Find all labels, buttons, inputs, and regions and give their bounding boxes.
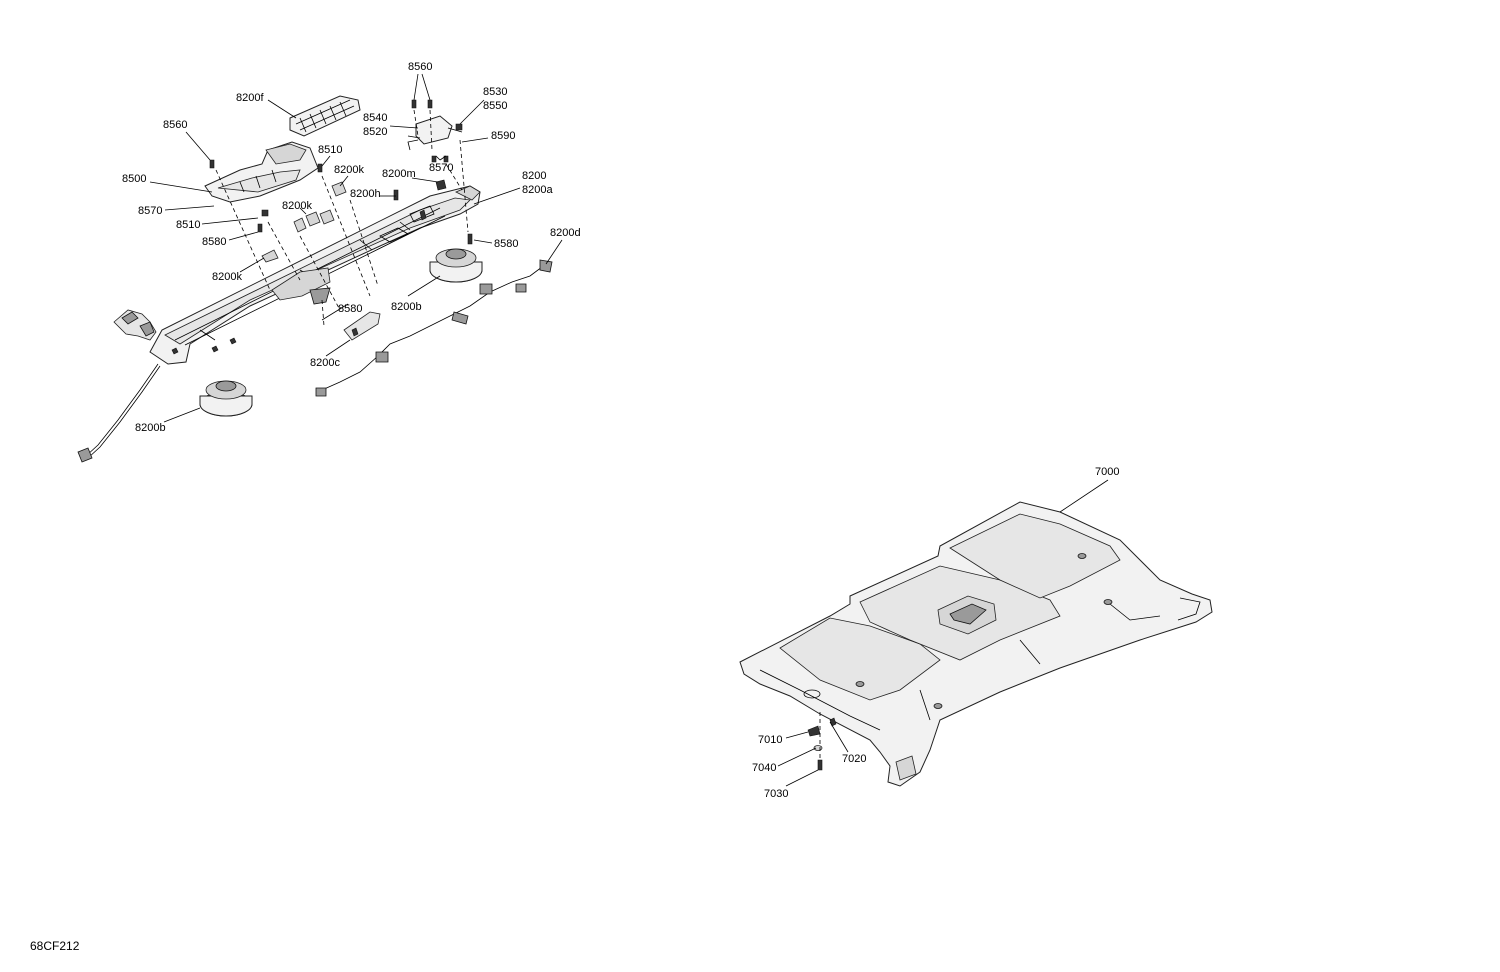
label-8200f: 8200f xyxy=(236,92,264,104)
label-8200k-b: 8200k xyxy=(282,200,312,212)
label-8200k-a: 8200k xyxy=(334,164,364,176)
top-grille-8200f xyxy=(289,95,361,137)
label-8580-left: 8580 xyxy=(202,236,226,248)
clips-8200k xyxy=(261,179,447,263)
label-8570-left: 8570 xyxy=(138,205,162,217)
screws-upper xyxy=(209,159,473,245)
label-7030: 7030 xyxy=(764,788,788,800)
label-8200k-c: 8200k xyxy=(212,271,242,283)
wire-harness-8200d xyxy=(315,259,553,397)
label-7020: 7020 xyxy=(842,753,866,765)
label-8200m: 8200m xyxy=(382,168,416,180)
assembly-lines-upper xyxy=(215,109,469,327)
left-end-bracket xyxy=(113,309,157,341)
label-8510-left: 8510 xyxy=(176,219,200,231)
bracket-8540 xyxy=(407,99,463,163)
label-8580-right: 8580 xyxy=(494,238,518,250)
bracket-8200c xyxy=(343,311,381,341)
lower-assembly: 7000 7010 7020 7040 7030 xyxy=(739,466,1213,800)
label-8520: 8520 xyxy=(363,126,387,138)
label-8580-mid: 8580 xyxy=(338,303,362,315)
housing-8500 xyxy=(204,141,319,203)
label-8200a: 8200a xyxy=(522,184,553,196)
wire-harness-left xyxy=(77,363,161,463)
speaker-left-8200b xyxy=(199,380,253,417)
label-8200c: 8200c xyxy=(310,357,340,369)
headliner-7000 xyxy=(739,501,1213,787)
label-8590: 8590 xyxy=(491,130,515,142)
label-8200b-left: 8200b xyxy=(135,422,166,434)
label-8500: 8500 xyxy=(122,173,146,185)
label-8200h: 8200h xyxy=(350,188,381,200)
label-8570-right: 8570 xyxy=(429,162,453,174)
label-8540: 8540 xyxy=(363,112,387,124)
rail-body-8200 xyxy=(149,185,481,365)
label-8560-left: 8560 xyxy=(163,119,187,131)
upper-assembly: 8560 8530 8550 8200f 8540 8520 8560 8590… xyxy=(77,61,581,463)
label-8510-top: 8510 xyxy=(318,144,342,156)
label-8200b-right: 8200b xyxy=(391,301,422,313)
leaders-upper xyxy=(149,73,563,423)
label-7010: 7010 xyxy=(758,734,782,746)
label-8560-top: 8560 xyxy=(408,61,432,73)
diagram-code: 68CF212 xyxy=(30,939,80,953)
speaker-right-8200b xyxy=(429,248,483,283)
label-8200d: 8200d xyxy=(550,227,581,239)
fasteners-70xx xyxy=(807,712,837,771)
label-8200: 8200 xyxy=(522,170,546,182)
leaders-lower xyxy=(777,479,1109,787)
label-8550: 8550 xyxy=(483,100,507,112)
label-8530: 8530 xyxy=(483,86,507,98)
label-7000: 7000 xyxy=(1095,466,1119,478)
label-7040: 7040 xyxy=(752,762,776,774)
